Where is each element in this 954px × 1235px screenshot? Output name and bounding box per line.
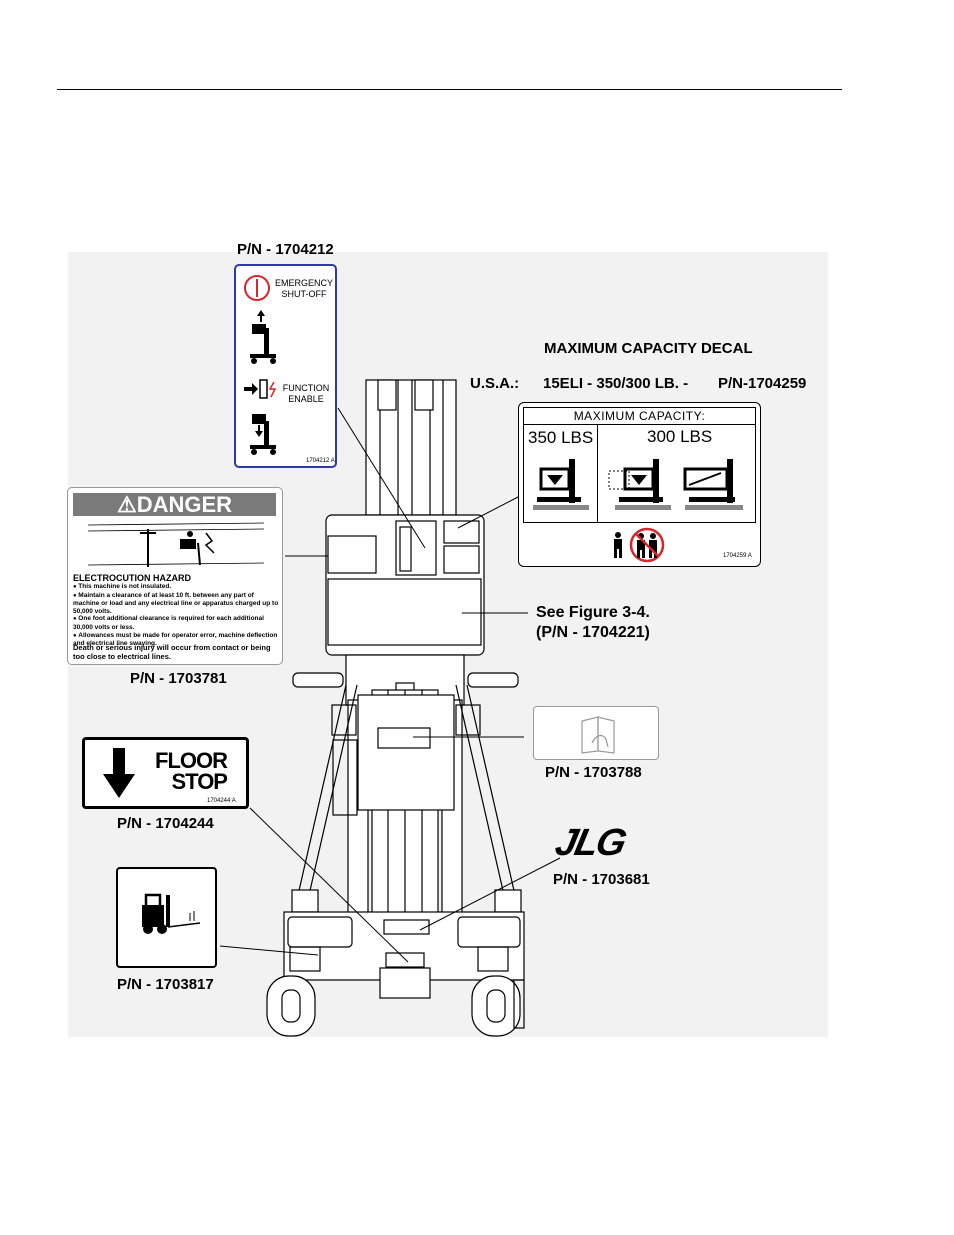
- hazard-footer: Death or serious injury will occur from …: [73, 643, 271, 661]
- pn-manual-label: P/N - 1703788: [545, 764, 642, 781]
- manual-decal: [533, 706, 659, 760]
- hazard-bullet: One foot additional clearance is require…: [73, 615, 279, 631]
- hazard-list: This machine is not insulated. Maintain …: [73, 583, 279, 648]
- floor-decal-code: 1704244 A: [207, 798, 236, 804]
- platform-rotated-icon: [683, 459, 743, 510]
- hazard-bullet: Maintain a clearance of at least 10 ft. …: [73, 592, 279, 616]
- lower-platform-icon: [250, 414, 276, 455]
- capacity-decal: MAXIMUM CAPACITY: 350 LBS 300 LBS 1704: [518, 402, 761, 567]
- emergency-stop-icon: [244, 275, 270, 301]
- hazard-bullet: Allowances must be made for operator err…: [73, 632, 279, 648]
- one-person-icon: [614, 532, 622, 558]
- pn-danger-label: P/N - 1703781: [130, 670, 227, 687]
- danger-decal: ⚠DANGER ELECTROCUTION HAZARD This machin…: [67, 487, 283, 665]
- floor-stop-text: FLOOR STOP: [155, 748, 228, 794]
- platform-extended-icon: [608, 459, 671, 510]
- function-enable-label: FUNCTION ENABLE: [282, 383, 330, 404]
- hazard-bullet: This machine is not insulated.: [73, 583, 279, 592]
- pn-floor-label: P/N - 1704244: [117, 815, 214, 832]
- electrocution-icon: [88, 522, 264, 567]
- pn-jlg-label: P/N - 1703681: [553, 871, 650, 888]
- capacity-left-value: 350 LBS: [528, 428, 594, 447]
- warning-triangle-icon: ⚠: [116, 492, 137, 517]
- forklift-icon: [142, 893, 201, 934]
- see-figure-label: See Figure 3-4.: [536, 604, 650, 621]
- jlg-logo: JLG: [551, 822, 629, 864]
- function-enable-icon: [244, 379, 277, 399]
- header-rule: [57, 89, 842, 90]
- hazard-title: ELECTROCUTION HAZARD: [73, 573, 191, 583]
- pn-forklift-label: P/N - 1703817: [117, 976, 214, 993]
- raise-platform-icon: [250, 310, 276, 364]
- platform-load-icon: [533, 459, 589, 510]
- capacity-right-value: 300 LBS: [647, 427, 713, 446]
- pn-emergency-label: P/N - 1704212: [237, 241, 334, 258]
- capacity-pn-label: P/N-1704259: [718, 375, 807, 392]
- danger-header-text: DANGER: [136, 492, 233, 517]
- usa-label: U.S.A.:: [470, 375, 520, 392]
- capacity-decal-header: MAXIMUM CAPACITY:: [523, 407, 756, 425]
- see-figure-pn-label: (P/N - 1704221): [536, 624, 650, 641]
- capacity-decal-title: MAXIMUM CAPACITY DECAL: [544, 340, 753, 357]
- danger-header: ⚠DANGER: [73, 493, 276, 516]
- capacity-divider: [597, 425, 598, 522]
- shutoff-label: EMERGENCY SHUT-OFF: [274, 278, 333, 299]
- floor-stop-decal: FLOOR STOP 1704244 A: [82, 737, 249, 809]
- model-label: 15ELI - 350/300 LB. -: [543, 375, 689, 392]
- read-manual-icon: [581, 716, 615, 754]
- no-two-persons-icon: [629, 527, 665, 563]
- emergency-decal-code: 1704212 A: [306, 458, 335, 464]
- forklift-decal: [116, 867, 217, 968]
- emergency-decal: EMERGENCY SHUT-OFF FUNCTION ENABLE 17042…: [234, 264, 337, 468]
- arrow-down-icon: [103, 748, 135, 798]
- capacity-decal-code: 1704259 A: [723, 553, 752, 559]
- capacity-grid: [523, 425, 756, 523]
